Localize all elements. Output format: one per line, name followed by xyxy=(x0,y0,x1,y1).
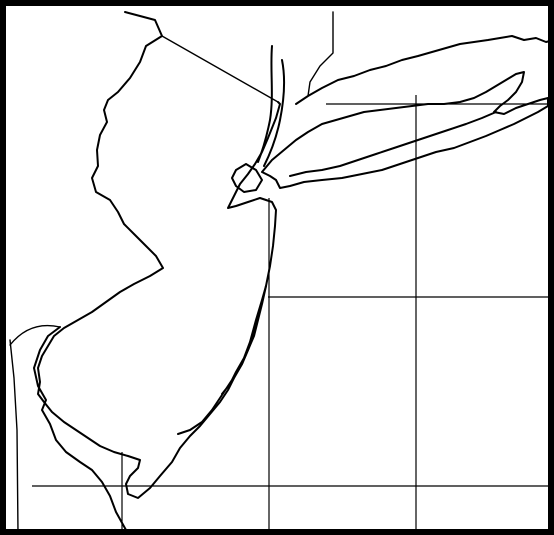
ny-nj-boundary xyxy=(161,35,279,103)
new-jersey-outline xyxy=(37,11,281,499)
long-island-south-shore xyxy=(289,111,497,177)
hudson-river xyxy=(257,45,286,167)
de-pa-boundary xyxy=(9,324,61,346)
ny-harbor xyxy=(231,163,263,193)
barrier-islands xyxy=(177,285,267,435)
graticule xyxy=(32,95,554,533)
de-md-boundary xyxy=(9,339,19,534)
connecticut-shoreline xyxy=(295,35,554,105)
long-island-outline xyxy=(261,71,549,189)
ny-ct-boundary xyxy=(295,11,334,105)
delaware-bay-shore xyxy=(33,326,127,531)
